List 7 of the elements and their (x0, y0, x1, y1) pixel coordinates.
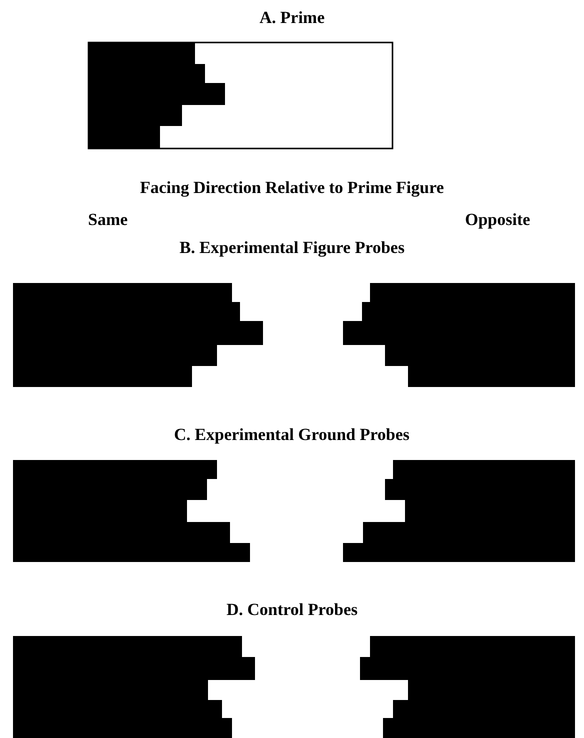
panel-heading: C. Experimental Ground Probes (174, 425, 410, 445)
column-label: Opposite (465, 210, 530, 230)
panel-heading: A. Prime (260, 8, 325, 28)
axis-heading: Facing Direction Relative to Prime Figure (140, 178, 444, 198)
panel-heading: D. Control Probes (226, 600, 358, 620)
panel-heading: B. Experimental Figure Probes (180, 238, 405, 258)
column-label: Same (88, 210, 128, 230)
